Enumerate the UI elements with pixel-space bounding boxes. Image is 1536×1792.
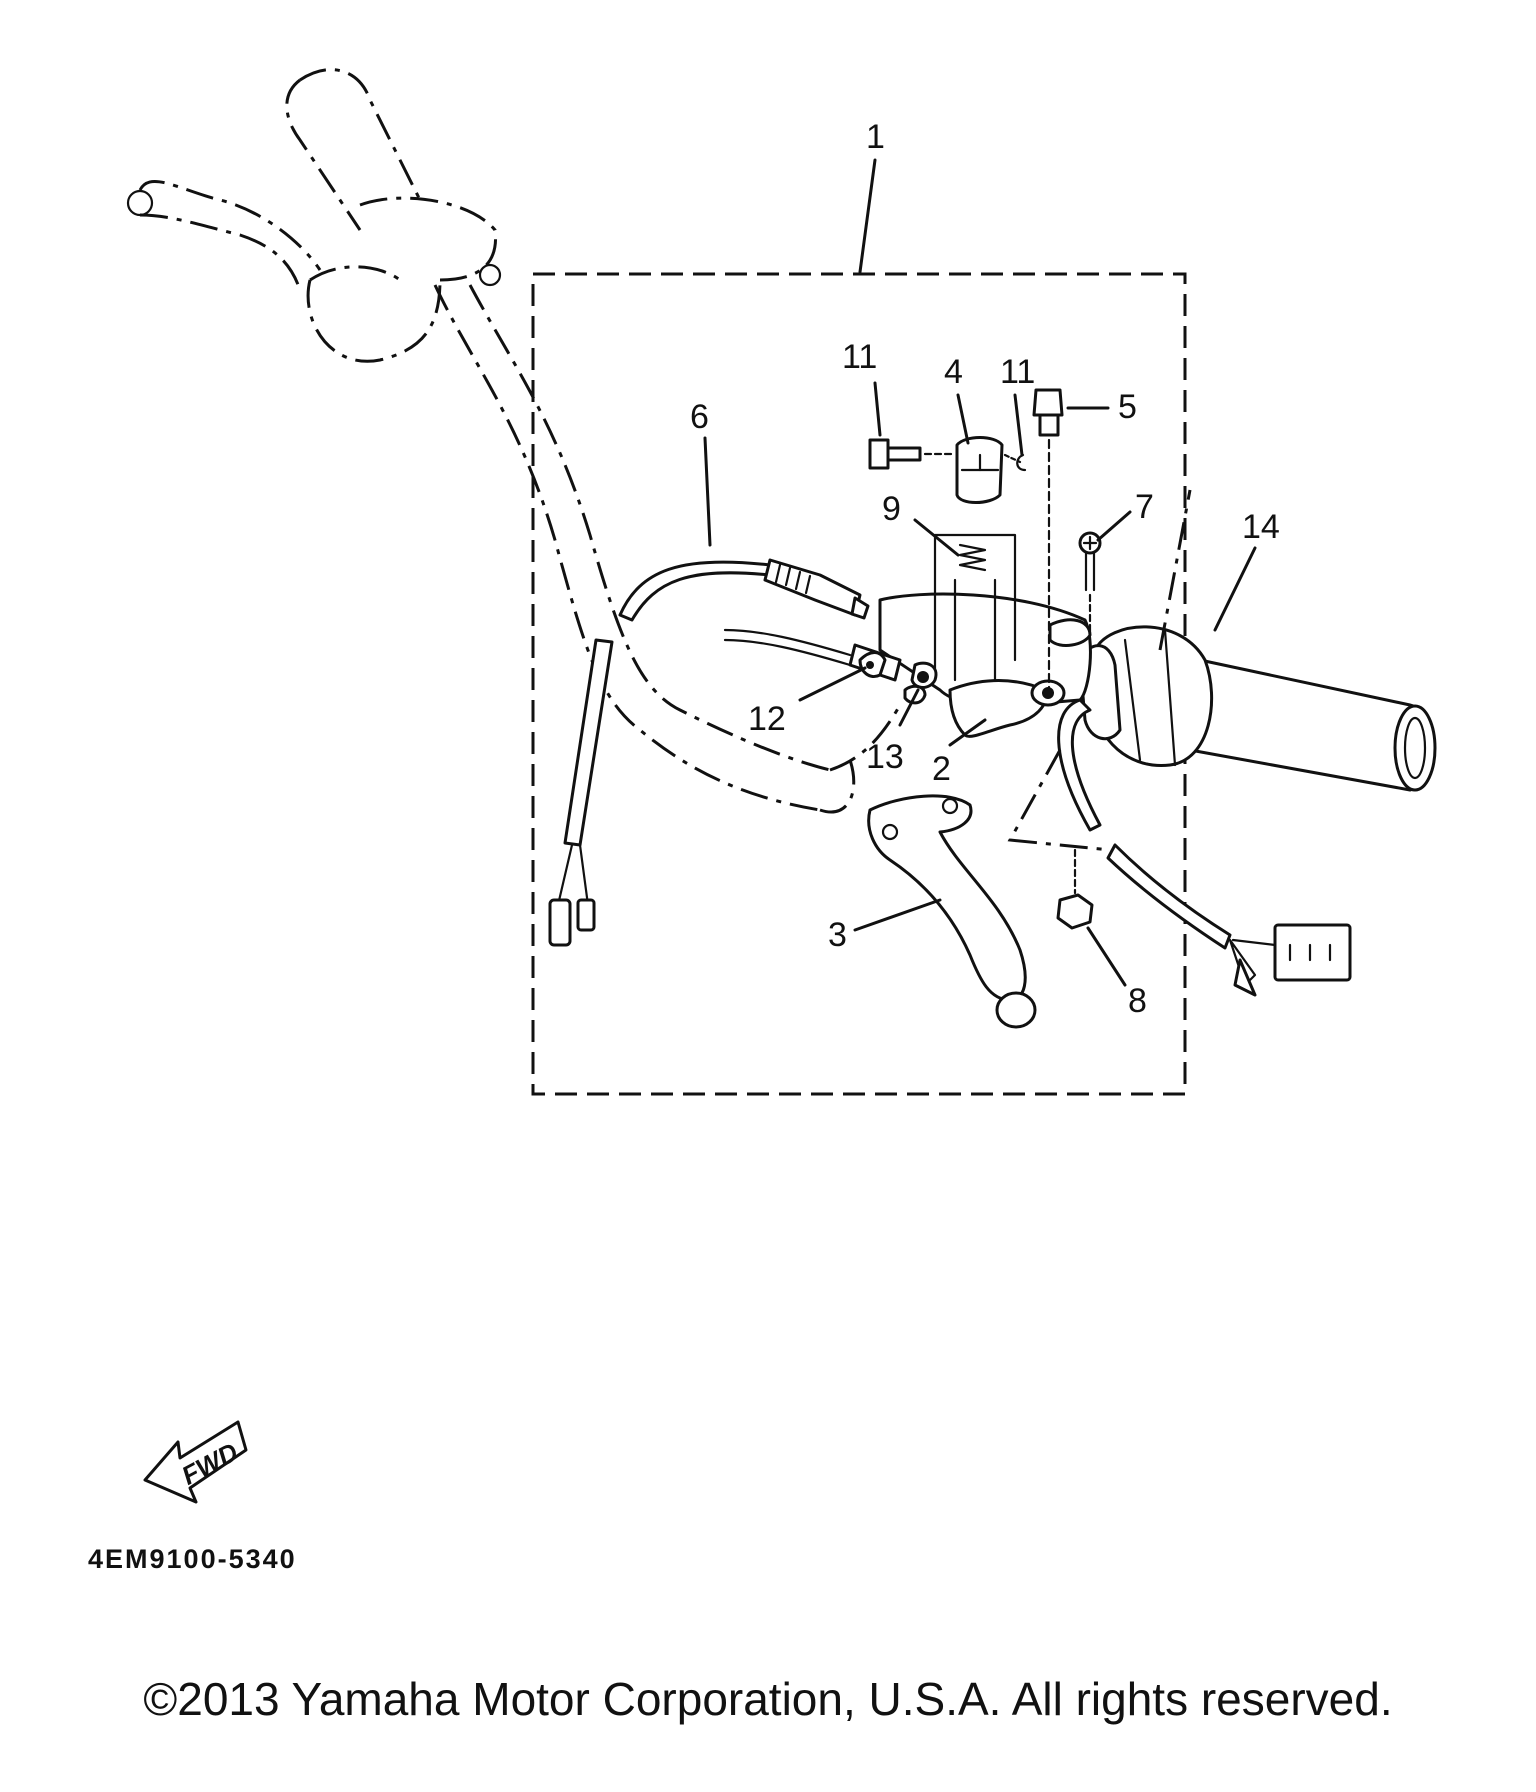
callout-6: 6 — [690, 398, 709, 436]
lever-holder — [878, 592, 1092, 738]
clutch-switch-cable — [548, 558, 870, 947]
clutch-lever — [867, 794, 1037, 1029]
throttle-housing — [1078, 625, 1213, 768]
nut — [1056, 848, 1094, 930]
spring — [933, 533, 1017, 682]
cable-adjuster — [858, 651, 938, 705]
screw — [1078, 531, 1102, 637]
assembly-centerline — [1158, 489, 1192, 651]
callout-9: 9 — [882, 490, 901, 528]
copyright-notice: ©2013 Yamaha Motor Corporation, U.S.A. A… — [143, 1673, 1393, 1725]
right-grip — [1188, 658, 1437, 792]
callout-7: 7 — [1135, 488, 1154, 526]
left-grip-assembly — [126, 68, 502, 363]
callout-13: 13 — [866, 738, 904, 776]
assembly-centerline-lower — [1007, 749, 1111, 852]
clutch-switch — [955, 436, 1004, 504]
handlebar-switch-cable — [1057, 698, 1352, 997]
callout-8: 8 — [1128, 982, 1147, 1020]
circlip — [1003, 453, 1027, 472]
callout-12: 12 — [748, 700, 786, 738]
callout-14: 14 — [1242, 508, 1280, 546]
callout-10: 11 — [842, 338, 877, 376]
callout-1: 1 — [866, 118, 885, 156]
callout-leaders — [703, 381, 1257, 987]
callout-3: 3 — [828, 916, 847, 954]
callout-5: 5 — [1118, 388, 1137, 426]
drawing-code: 4EM9100-5340 — [88, 1544, 297, 1574]
callout-4: 4 — [944, 353, 963, 391]
callout-11: 11 — [1000, 353, 1035, 391]
callout-2: 2 — [932, 750, 951, 788]
lever-bolt — [1032, 388, 1064, 692]
fwd-arrow: FWD — [143, 1420, 248, 1504]
pivot-bolt — [868, 438, 957, 470]
handlebar-outline — [433, 284, 902, 814]
